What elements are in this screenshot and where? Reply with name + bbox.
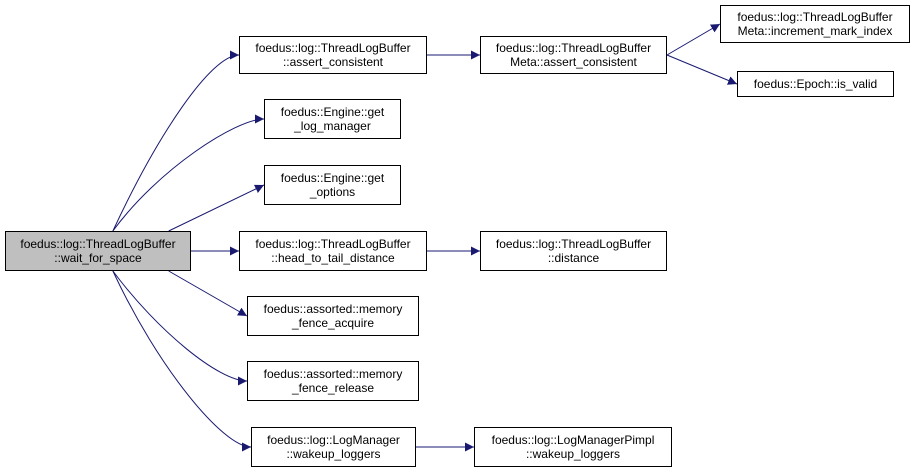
node-meta-assert-consistent[interactable]: foedus::log::ThreadLogBuffer Meta::asser…: [480, 36, 667, 74]
node-label-line1[interactable]: foedus::Epoch::is_valid: [753, 77, 878, 91]
node-label-line2[interactable]: Meta::increment_mark_index: [737, 24, 893, 38]
node-label-line1[interactable]: foedus::Engine::get: [280, 105, 385, 119]
edge-wait-for-space-to-get-options: [168, 184, 265, 232]
node-memory-fence-acquire[interactable]: foedus::assorted::memory _fence_acquire: [247, 296, 419, 336]
node-head-to-tail-distance[interactable]: foedus::log::ThreadLogBuffer ::head_to_t…: [239, 231, 427, 271]
node-label-line1[interactable]: foedus::assorted::memory: [263, 367, 403, 381]
node-label-line1[interactable]: foedus::Engine::get: [280, 171, 385, 185]
node-label-line2[interactable]: Meta::assert_consistent: [510, 55, 637, 69]
node-label-line2[interactable]: ::head_to_tail_distance: [271, 251, 395, 265]
node-label-line2[interactable]: ::distance: [547, 251, 600, 265]
node-label-line1[interactable]: foedus::log::ThreadLogBuffer: [255, 41, 411, 55]
node-distance[interactable]: foedus::log::ThreadLogBuffer ::distance: [480, 231, 667, 271]
node-pimpl-wakeup-loggers[interactable]: foedus::log::LogManagerPimpl ::wakeup_lo…: [474, 427, 672, 467]
node-assert-consistent[interactable]: foedus::log::ThreadLogBuffer ::assert_co…: [239, 36, 427, 74]
node-get-log-manager[interactable]: foedus::Engine::get _log_manager: [264, 99, 401, 139]
node-label-line2: ::wait_for_space: [54, 251, 142, 265]
node-label-line2[interactable]: ::wakeup_loggers: [525, 447, 621, 461]
node-label-line1: foedus::log::ThreadLogBuffer: [20, 237, 176, 251]
node-label-line2[interactable]: _fence_release: [291, 381, 375, 395]
edge-wait-for-space-to-assert-consistent: [112, 50, 240, 232]
node-label-line1[interactable]: foedus::assorted::memory: [263, 302, 403, 316]
node-memory-fence-release[interactable]: foedus::assorted::memory _fence_release: [247, 361, 419, 401]
node-label-line2[interactable]: ::wakeup_loggers: [286, 447, 381, 461]
node-label-line2[interactable]: _fence_acquire: [291, 316, 375, 330]
edge-wait-for-space-to-memory-fence-release: [112, 270, 248, 386]
edge-wait-for-space-to-get-log-manager: [112, 114, 265, 232]
edge-meta-assert-consistent-to-epoch-is-valid: [666, 54, 738, 85]
edge-meta-assert-consistent-to-meta-increment-mark-index: [666, 23, 721, 56]
node-label-line1[interactable]: foedus::log::LogManager: [267, 433, 400, 447]
node-label-line1[interactable]: foedus::log::LogManagerPimpl: [491, 433, 655, 447]
node-label-line2[interactable]: _options: [309, 185, 356, 199]
edge-wait-for-space-to-wakeup-loggers: [112, 270, 252, 452]
edge-wait-for-space-to-memory-fence-acquire: [168, 270, 248, 317]
node-label-line1[interactable]: foedus::log::ThreadLogBuffer: [495, 41, 652, 55]
node-label-line2[interactable]: _log_manager: [294, 119, 371, 133]
node-wait-for-space[interactable]: foedus::log::ThreadLogBuffer ::wait_for_…: [5, 231, 191, 271]
node-epoch-is-valid[interactable]: foedus::Epoch::is_valid: [737, 71, 894, 97]
node-label-line2[interactable]: ::assert_consistent: [282, 55, 384, 69]
node-meta-increment-mark-index[interactable]: foedus::log::ThreadLogBuffer Meta::incre…: [720, 5, 910, 43]
node-get-options[interactable]: foedus::Engine::get _options: [264, 165, 401, 205]
node-wakeup-loggers[interactable]: foedus::log::LogManager ::wakeup_loggers: [251, 427, 416, 467]
node-label-line1[interactable]: foedus::log::ThreadLogBuffer: [737, 10, 893, 24]
node-label-line1[interactable]: foedus::log::ThreadLogBuffer: [255, 237, 411, 251]
node-label-line1[interactable]: foedus::log::ThreadLogBuffer: [495, 237, 652, 251]
